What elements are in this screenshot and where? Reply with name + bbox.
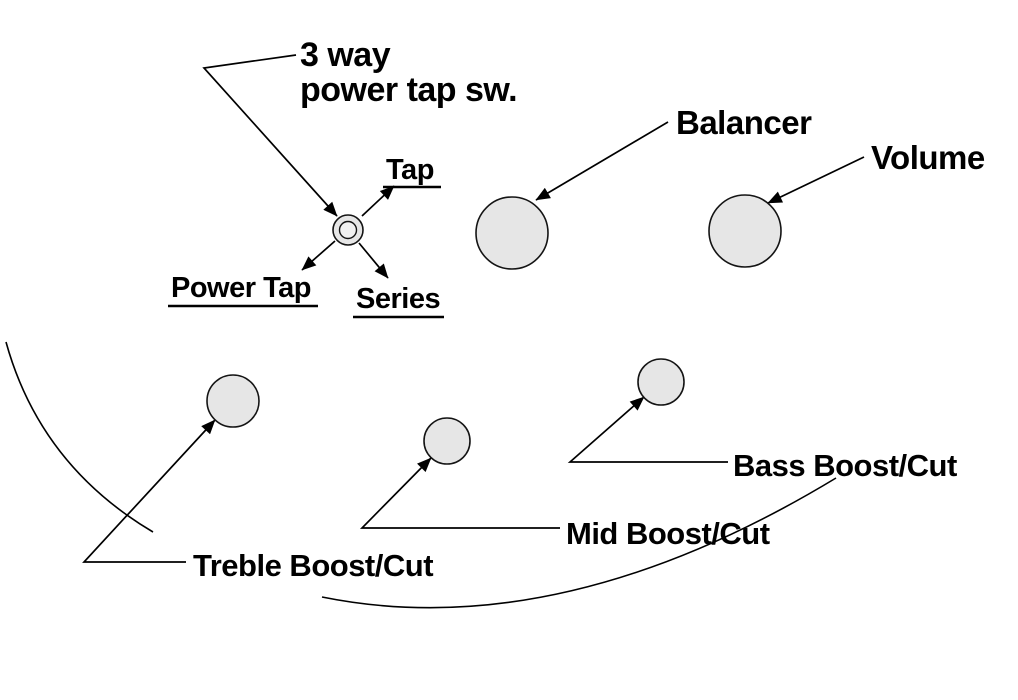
switch-label-line2: power tap sw. <box>300 71 517 109</box>
treble-knob <box>206 374 260 428</box>
volume-leader-line <box>767 156 865 204</box>
balancer-label: Balancer <box>676 104 812 141</box>
mid-boost-cut-label: Mid Boost/Cut <box>566 516 770 551</box>
power-tap-switch-cap <box>338 220 358 240</box>
treble-boost-cut-label: Treble Boost/Cut <box>193 548 433 583</box>
series-direction-arrow <box>358 242 389 279</box>
volume-knob <box>708 194 782 268</box>
bass-leader-line <box>567 396 728 463</box>
volume-label: Volume <box>871 139 985 176</box>
mid-knob <box>423 417 471 465</box>
tap-position-label: Tap <box>386 154 434 186</box>
mid-leader-line <box>359 457 560 529</box>
body-outline-curve-left <box>5 341 154 533</box>
treble-leader-line <box>82 419 216 563</box>
switch-label-line1: 3 way <box>300 36 391 74</box>
balancer-leader-line <box>535 121 669 201</box>
bass-boost-cut-label: Bass Boost/Cut <box>733 448 957 483</box>
body-outline-curve-bottom <box>321 477 837 609</box>
bass-knob <box>637 358 685 406</box>
balancer-knob <box>475 196 549 270</box>
power-tap-direction-arrow <box>301 240 336 271</box>
tap-direction-arrow <box>361 185 395 217</box>
switch-leader-line <box>202 54 338 217</box>
series-position-label: Series <box>356 283 440 315</box>
power-tap-position-label: Power Tap <box>171 272 311 304</box>
